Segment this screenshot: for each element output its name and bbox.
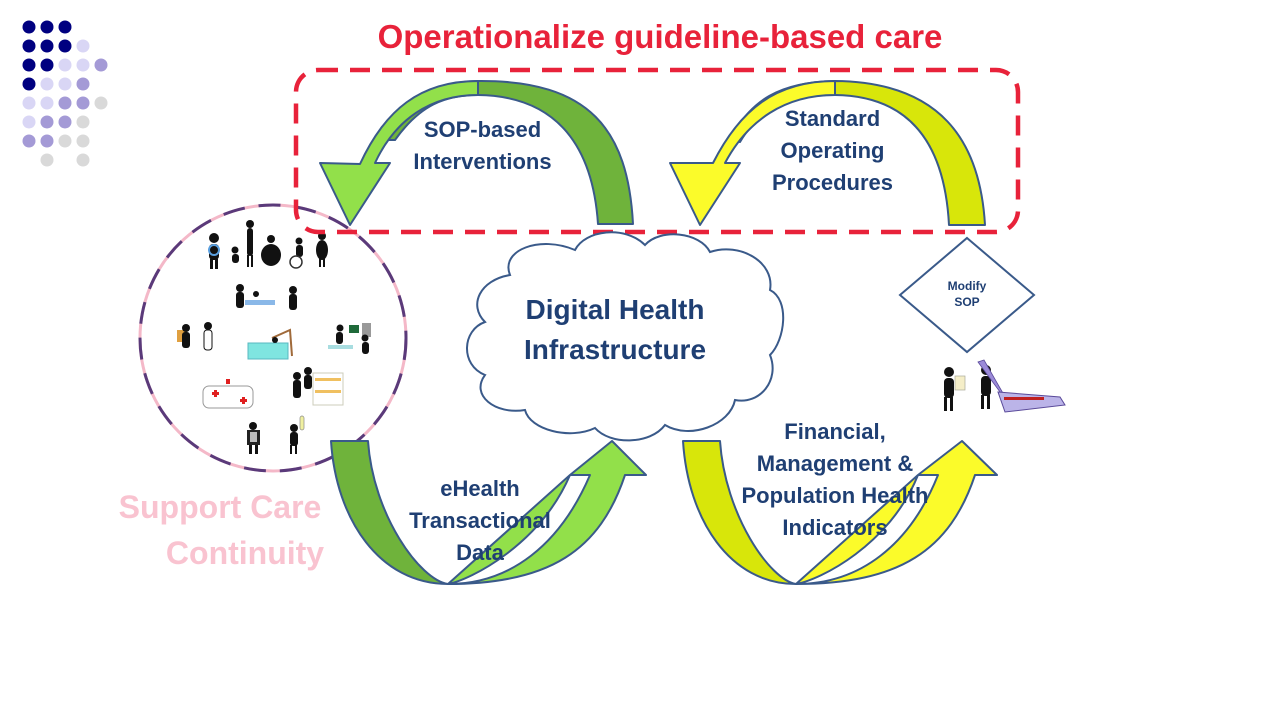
- ehealth-data-label: eHealth Transactional Data: [395, 473, 565, 569]
- guideline-region-outline: [293, 67, 1021, 235]
- support-care-line1: Support Care: [118, 489, 322, 525]
- modify-sop-line2: SOP: [954, 295, 980, 309]
- ehealth-data-arrow: [330, 440, 647, 585]
- sop-interventions-label: SOP-based Interventions: [395, 114, 570, 178]
- digital-health-cloud: [466, 231, 785, 442]
- ehealth-data-line3: Data: [456, 540, 504, 565]
- sop-interventions-line1: SOP-based: [423, 117, 542, 142]
- modify-sop-decision: [898, 236, 1036, 354]
- indicators-line1: Financial,: [784, 419, 886, 444]
- ehealth-data-line1: eHealth: [440, 476, 520, 501]
- digital-health-label: Digital Health Infrastructure: [490, 290, 740, 370]
- standard-procedures-line1: Standard: [784, 106, 881, 131]
- page-title: Operationalize guideline-based care: [377, 18, 943, 55]
- modify-sop-label: Modify SOP: [927, 278, 1007, 310]
- standard-procedures-arrow: [669, 80, 986, 226]
- indicators-line3: Population Health: [741, 483, 929, 508]
- modify-sop-line1: Modify: [947, 279, 987, 293]
- indicators-arrow: [682, 440, 998, 585]
- digital-health-line1: Digital Health: [525, 294, 705, 325]
- sop-interventions-line2: Interventions: [413, 149, 552, 174]
- digital-health-line2: Infrastructure: [523, 334, 707, 365]
- support-care-label: Support Care Continuity: [100, 484, 340, 576]
- people-editing-document-icon: [944, 359, 1066, 413]
- indicators-line2: Management &: [756, 451, 914, 476]
- standard-procedures-label: Standard Operating Procedures: [745, 103, 920, 199]
- support-care-line2: Continuity: [165, 535, 325, 571]
- standard-procedures-line3: Procedures: [771, 170, 894, 195]
- indicators-line4: Indicators: [782, 515, 888, 540]
- indicators-label: Financial, Management & Population Healt…: [715, 416, 955, 544]
- standard-procedures-line2: Operating: [780, 138, 885, 163]
- dot-grid-decoration-icon: [22, 20, 108, 167]
- ehealth-data-line2: Transactional: [409, 508, 551, 533]
- sop-interventions-arrow: [319, 79, 634, 226]
- care-settings-clipart-icon: [177, 220, 371, 454]
